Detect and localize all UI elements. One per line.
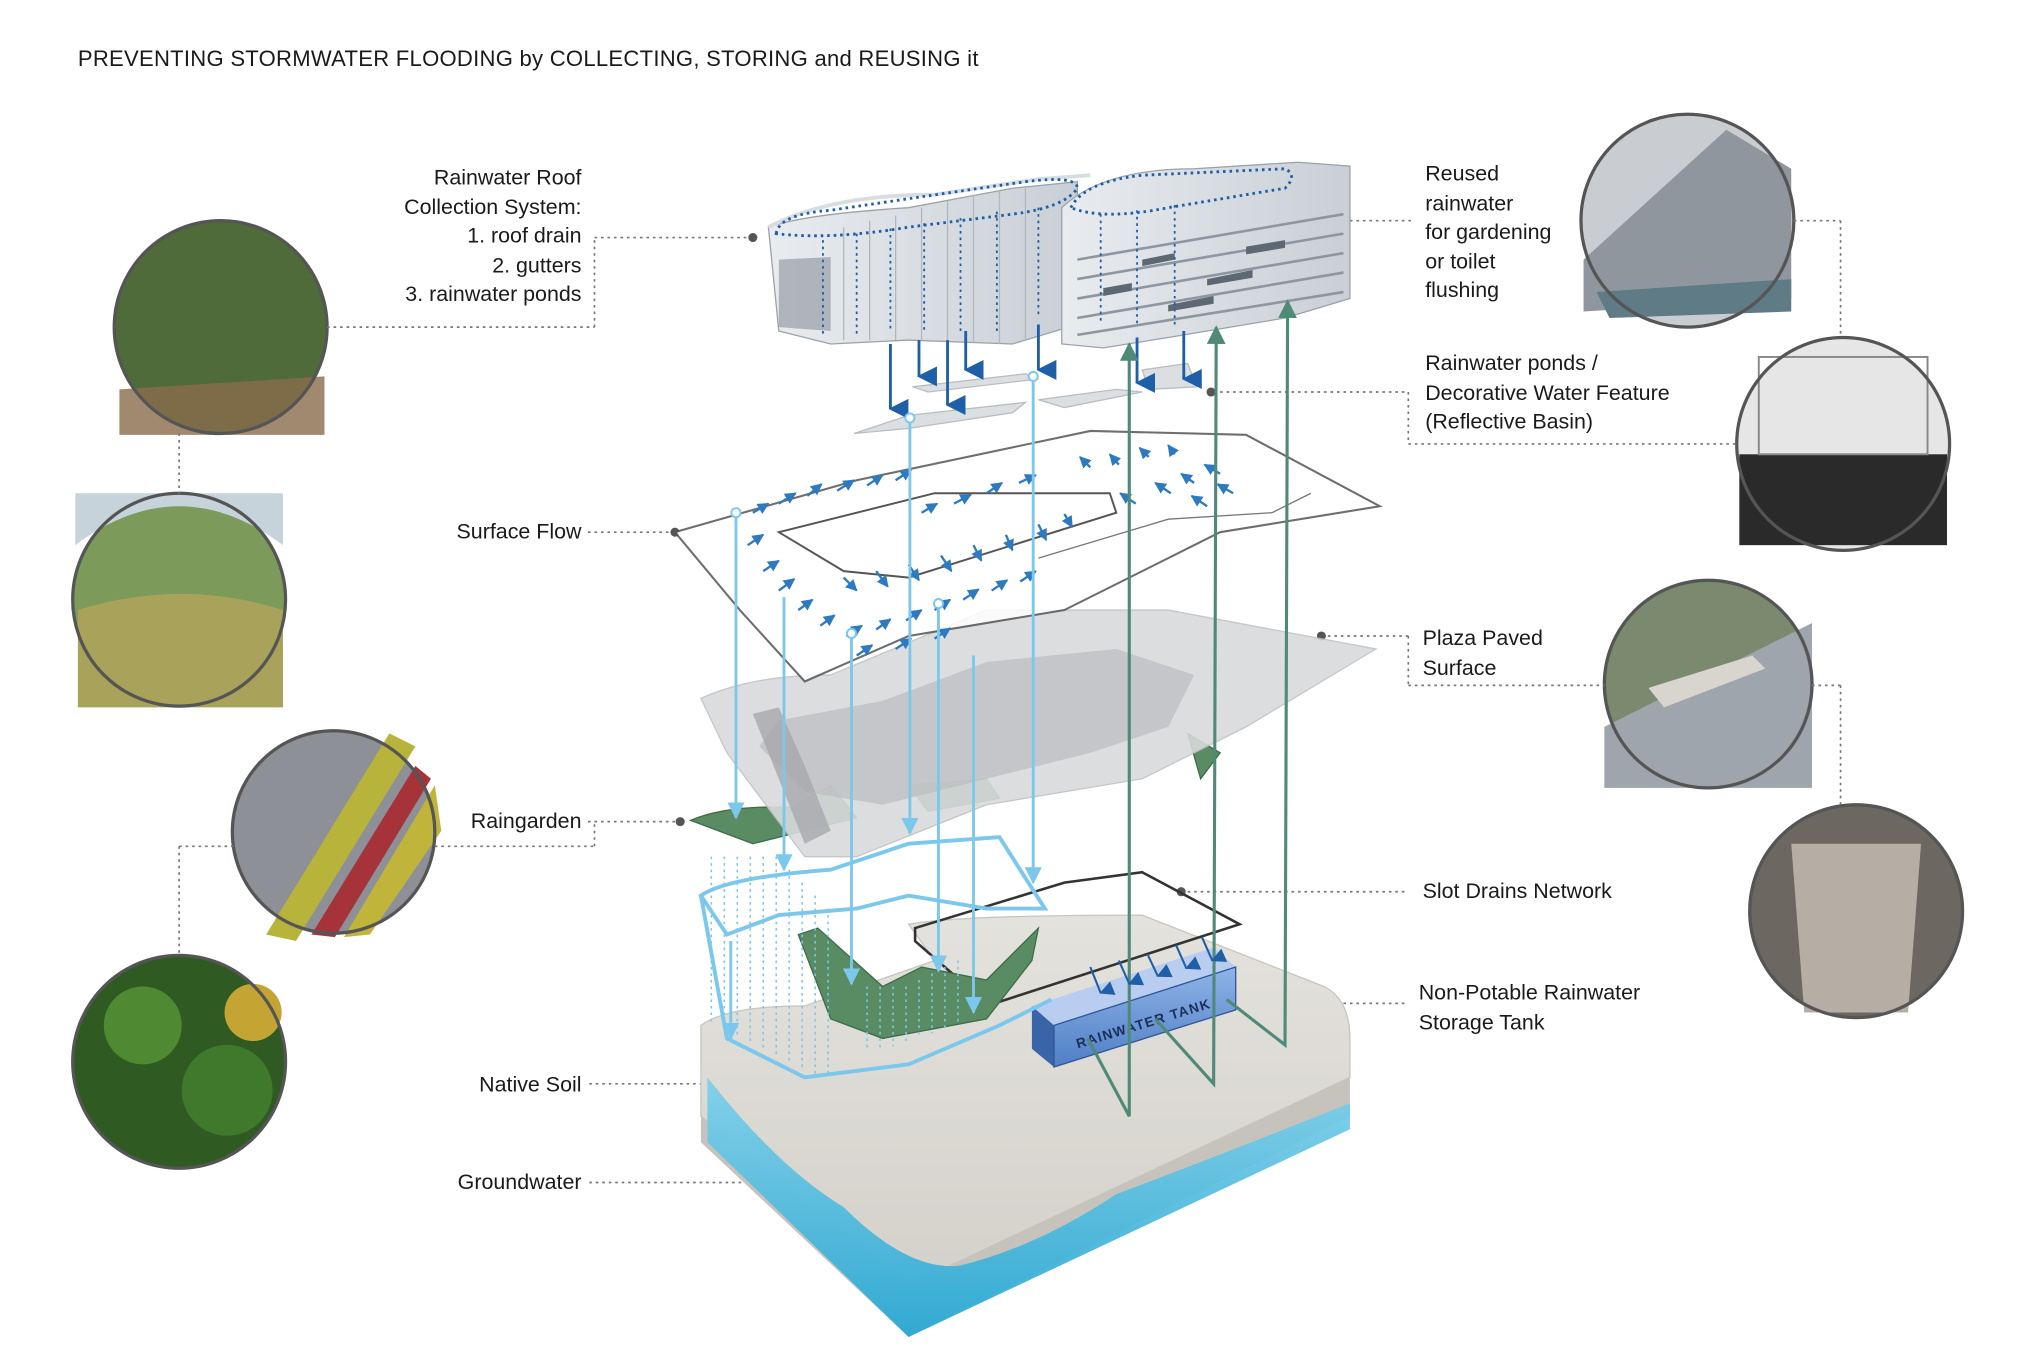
- page-title: PREVENTING STORMWATER FLOODING by COLLEC…: [77, 46, 979, 72]
- pond-pieces: [853, 362, 1198, 435]
- green-roof-photo: [71, 491, 288, 708]
- green-wall-photo: [112, 219, 329, 436]
- label-native-soil: Native Soil: [479, 1073, 582, 1097]
- label-plaza-paved: Plaza Paved Surface: [1422, 626, 1543, 680]
- label-roof-collection: Rainwater Roof Collection System: 1. roo…: [404, 166, 582, 307]
- light-blue-flow: [722, 376, 1042, 1041]
- green-reuse-pipes: [1086, 299, 1297, 1118]
- label-reused-rainwater: Reused rainwater for gardening or toilet…: [1425, 162, 1552, 303]
- infiltration-dashes: [710, 856, 959, 1078]
- raingarden-basin: [698, 835, 1049, 937]
- slot-drains-outline: [913, 870, 1243, 1008]
- building-photo: [1579, 112, 1796, 329]
- tank-inflow-arrows: [1089, 936, 1228, 995]
- label-surface-flow: Surface Flow: [456, 520, 582, 544]
- raingarden-photo: [230, 729, 442, 942]
- building: [767, 161, 1351, 349]
- reflective-pond-photo: [1735, 335, 1952, 552]
- plaza-bench-photo: [1602, 578, 1814, 790]
- label-raingarden: Raingarden: [470, 809, 582, 834]
- rain-plants-photo: [71, 953, 288, 1170]
- label-slot-drains: Slot Drains Network: [1422, 880, 1612, 904]
- label-storage-tank: Non-Potable Rainwater Storage Tank: [1418, 981, 1641, 1034]
- label-rainwater-ponds: Rainwater ponds / Decorative Water Featu…: [1425, 351, 1670, 434]
- courtyard-photo: [1748, 803, 1965, 1020]
- surface-flow-plane: [673, 429, 1383, 683]
- label-groundwater: Groundwater: [457, 1170, 582, 1195]
- groundwater-layer: [707, 1077, 1350, 1337]
